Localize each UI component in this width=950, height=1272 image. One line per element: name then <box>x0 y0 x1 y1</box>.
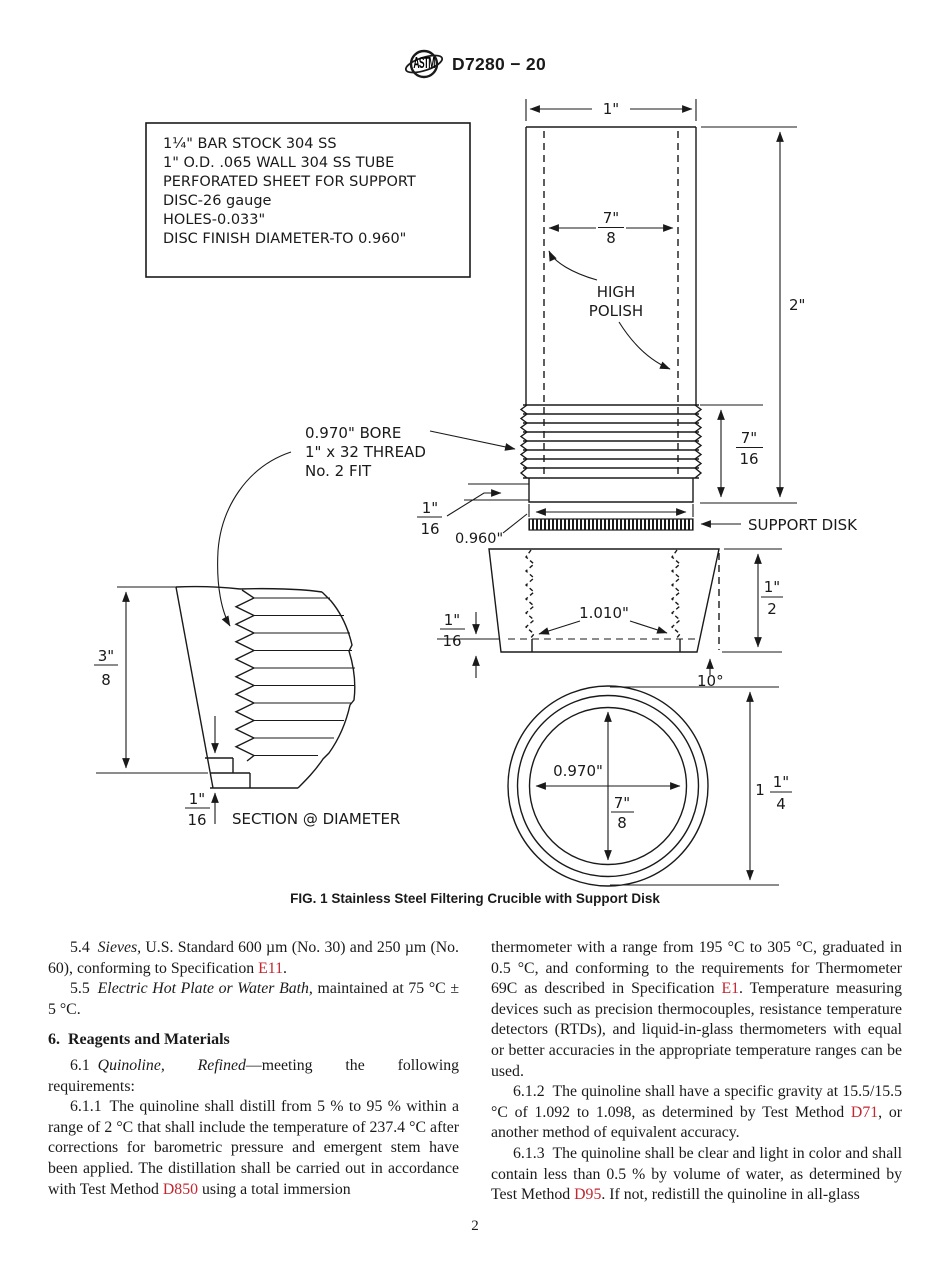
dim-top-width-label: 1" <box>603 100 619 118</box>
spec-reference-link[interactable]: E11 <box>258 959 284 977</box>
bore-thread-callout: 0.970" BORE 1" x 32 THREAD No. 2 FIT <box>217 424 516 627</box>
thread-section-view <box>175 585 356 789</box>
italic-text-segment: Sieves, <box>97 939 142 956</box>
text-segment: 6.1 <box>70 1056 98 1074</box>
text-segment: U.S. Standard 600 µm (No. 30) and 250 µm… <box>48 939 459 977</box>
document-number: D7280 − 20 <box>452 53 546 74</box>
dim-section-lip-numerator: 1" <box>189 790 205 808</box>
section-view-label: SECTION @ DIAMETER <box>232 810 400 828</box>
dim-circle-od-whole: 1 <box>755 781 765 799</box>
dim-disk-height-denominator: 2 <box>767 600 777 618</box>
body-column-right: thermometer with a range from 195 °C to … <box>491 938 902 1206</box>
paragraph: 6.1.1 The quinoline shall distill from 5… <box>48 1097 459 1200</box>
page-number: 2 <box>471 1218 479 1234</box>
support-disk-top-view <box>507 685 709 887</box>
dim-thread-height-denominator: 16 <box>739 450 758 468</box>
dim-disk-height-numerator: 1" <box>764 578 780 596</box>
dim-lip-numerator: 1" <box>422 499 438 517</box>
text-segment: 5.4 <box>70 939 98 956</box>
support-disk-side-view <box>437 548 720 653</box>
support-disk-hatch <box>528 518 694 531</box>
figure-caption: FIG. 1 Stainless Steel Filtering Crucibl… <box>290 891 660 906</box>
dim-draft-angle-label: 10° <box>697 672 724 690</box>
text-segment: 6.1.3 The quinoline shall be clear and l… <box>491 1144 902 1204</box>
support-disk-dimensions: 1.010" 1" 16 1" 2 10° <box>440 548 783 690</box>
dim-circle-id-denominator: 8 <box>617 814 627 832</box>
paragraph: 5.4 Sieves, U.S. Standard 600 µm (No. 30… <box>48 938 459 979</box>
paragraph: 6.1.3 The quinoline shall be clear and l… <box>491 1144 902 1206</box>
text-segment: using a total immersion <box>198 1180 351 1198</box>
text-segment: . Temperature measuring devices such as … <box>491 980 902 1080</box>
figure-1: 1¼" BAR STOCK 304 SS 1" O.D. .065 WALL 3… <box>94 99 858 887</box>
high-polish-label: POLISH <box>589 302 643 320</box>
section-dimensions: 3" 8 1" 16 SECTION @ DIAMETER <box>94 586 400 829</box>
dim-circle-od-denominator: 4 <box>776 795 786 813</box>
paragraph: 5.5 Electric Hot Plate or Water Bath, ma… <box>48 979 459 1020</box>
dim-section-denominator: 8 <box>101 671 111 689</box>
spec-box-line: PERFORATED SHEET FOR SUPPORT <box>163 174 416 190</box>
text-segment: 6.1.2 The quinoline shall have a specifi… <box>491 1083 902 1121</box>
text-segment: —meeting the following requirements: <box>48 1056 460 1095</box>
dim-thread-height-numerator: 7" <box>741 429 757 447</box>
dim-bowl-id-numerator: 7" <box>603 209 619 227</box>
spec-box-line: 1" O.D. .065 WALL 304 SS TUBE <box>163 155 394 171</box>
text-segment: maintained at 75 °C ± 5 °C. <box>48 980 460 1018</box>
text-segment: 5.5 <box>70 980 98 998</box>
astm-logo-text: ASTM <box>413 53 435 72</box>
dim-bowl-id-denominator: 8 <box>606 229 616 247</box>
callout-bore-line: 0.970" BORE <box>305 424 401 442</box>
text-segment: 6.1.1 The quinoline shall distill from 5… <box>48 1098 459 1198</box>
text-segment: 6. Reagents and Materials <box>48 1031 230 1049</box>
spec-box: 1¼" BAR STOCK 304 SS 1" O.D. .065 WALL 3… <box>145 122 471 278</box>
page-header: ASTM D7280 − 20 <box>0 46 950 82</box>
text-segment: . If not, redistill the quinoline in all… <box>601 1186 860 1204</box>
dim-section-numerator: 3" <box>98 647 114 665</box>
callout-fit-line: No. 2 FIT <box>305 462 372 480</box>
spec-reference-link[interactable]: E1 <box>721 980 740 998</box>
top-view-dimensions: 0.970" 7" 8 1 1" 4 <box>535 686 792 886</box>
callout-thread-line: 1" x 32 THREAD <box>305 443 426 461</box>
dim-lip-denominator: 16 <box>420 520 439 538</box>
text-segment: , or another method of equivalent accura… <box>491 1103 902 1142</box>
dim-height-label: 2" <box>789 296 805 314</box>
spec-reference-link[interactable]: D850 <box>162 1180 198 1198</box>
section-heading: 6. Reagents and Materials <box>48 1030 459 1051</box>
spec-box-line: DISC FINISH DIAMETER-TO 0.960" <box>163 231 406 247</box>
crucible-dimensions: 1" 2" 7" 8 HIGH POLISH 7" 16 1" 16 0 <box>417 99 858 547</box>
text-segment: thermometer with a range from 195 °C to … <box>491 939 902 998</box>
text-segment: . <box>283 959 287 977</box>
astm-logo: ASTM <box>404 49 444 79</box>
crucible-side-view <box>464 126 703 531</box>
dim-disk-bore-label: 1.010" <box>579 604 629 622</box>
spec-box-line: DISC-26 gauge <box>163 193 272 209</box>
dim-circle-od-numerator: 1" <box>773 773 789 791</box>
spec-reference-link[interactable]: D71 <box>850 1103 879 1121</box>
dim-disk-od-label: 0.960" <box>455 531 503 547</box>
support-disk-label: SUPPORT DISK <box>748 516 858 534</box>
spec-reference-link[interactable]: D95 <box>574 1186 602 1204</box>
paragraph: 6.1 Quinoline, Refined—meeting the follo… <box>48 1056 459 1097</box>
italic-text-segment: Quinoline, Refined <box>97 1056 246 1074</box>
italic-text-segment: Electric Hot Plate or Water Bath, <box>97 980 313 998</box>
paragraph: 6.1.2 The quinoline shall have a specifi… <box>491 1082 902 1144</box>
spec-box-line: 1¼" BAR STOCK 304 SS <box>163 136 337 152</box>
dim-section-lip-denominator: 16 <box>187 811 206 829</box>
body-column-left: 5.4 Sieves, U.S. Standard 600 µm (No. 30… <box>48 938 459 1200</box>
high-polish-label: HIGH <box>597 283 636 301</box>
dim-circle-bore-label: 0.970" <box>553 762 603 780</box>
spec-box-line: HOLES-0.033" <box>163 212 265 228</box>
dim-circle-id-numerator: 7" <box>614 794 630 812</box>
dim-disk-step-denominator: 16 <box>442 632 461 650</box>
dim-disk-step-numerator: 1" <box>444 611 460 629</box>
paragraph: thermometer with a range from 195 °C to … <box>491 938 902 1082</box>
